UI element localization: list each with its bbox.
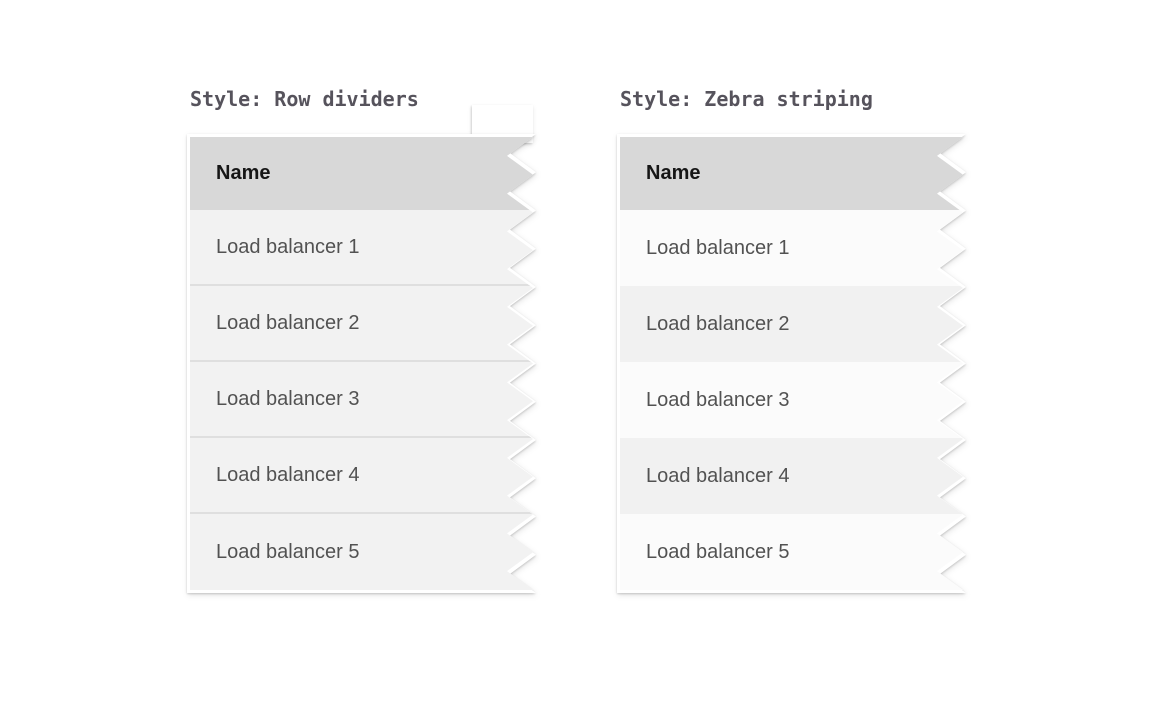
style-caption-zebra-striping: Style: Zebra striping bbox=[620, 87, 873, 111]
torn-paper-flap-bottom bbox=[487, 590, 533, 647]
cell-label: Load balancer 5 bbox=[646, 540, 790, 563]
cell-label: Load balancer 4 bbox=[646, 464, 790, 487]
data-table: Name Load balancer 1 Load balancer 2 Loa… bbox=[620, 137, 963, 590]
table-row: Load balancer 2 bbox=[190, 286, 533, 362]
table-row: Load balancer 2 bbox=[620, 286, 963, 362]
cell-label: Load balancer 1 bbox=[216, 235, 360, 258]
cell-label: Load balancer 5 bbox=[216, 540, 360, 563]
table-row: Load balancer 3 bbox=[620, 362, 963, 438]
table-row: Load balancer 1 bbox=[620, 210, 963, 286]
cell-label: Load balancer 1 bbox=[646, 236, 790, 259]
cell-label: Load balancer 3 bbox=[646, 388, 790, 411]
table-row: Load balancer 4 bbox=[620, 438, 963, 514]
table-header-row: Name bbox=[620, 137, 963, 210]
column-header-label: Name bbox=[216, 162, 271, 184]
style-caption-row-dividers: Style: Row dividers bbox=[190, 87, 419, 111]
table-screenshot-row-dividers: Name Load balancer 1 Load balancer 2 Loa… bbox=[187, 134, 536, 593]
table-body: Load balancer 1 Load balancer 2 Load bal… bbox=[190, 210, 533, 590]
torn-paper-flap-bottom bbox=[917, 590, 963, 647]
table-screenshot-zebra-striping: Name Load balancer 1 Load balancer 2 Loa… bbox=[617, 134, 966, 593]
cell-label: Load balancer 2 bbox=[216, 311, 360, 334]
example-row-dividers: Name Load balancer 1 Load balancer 2 Loa… bbox=[187, 105, 547, 714]
table-row: Load balancer 3 bbox=[190, 362, 533, 438]
table-header-row: Name bbox=[190, 137, 533, 210]
table-row: Load balancer 5 bbox=[620, 514, 963, 590]
cell-label: Load balancer 4 bbox=[216, 463, 360, 486]
column-header-label: Name bbox=[646, 162, 701, 184]
table-body: Load balancer 1 Load balancer 2 Load bal… bbox=[620, 210, 963, 590]
table-row: Load balancer 4 bbox=[190, 438, 533, 514]
cell-label: Load balancer 3 bbox=[216, 387, 360, 410]
data-table: Name Load balancer 1 Load balancer 2 Loa… bbox=[190, 137, 533, 590]
table-row: Load balancer 1 bbox=[190, 210, 533, 286]
table-row: Load balancer 5 bbox=[190, 514, 533, 590]
example-zebra-striping: Name Load balancer 1 Load balancer 2 Loa… bbox=[617, 134, 977, 714]
cell-label: Load balancer 2 bbox=[646, 312, 790, 335]
